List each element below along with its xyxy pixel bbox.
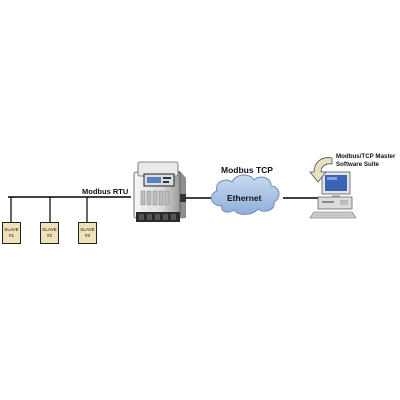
slave-label: SLAVE — [42, 227, 57, 232]
ethernet-cloud — [210, 174, 280, 215]
software-suite-label-line2: Software Suite — [336, 161, 379, 168]
arrow-icon — [309, 157, 333, 183]
slave-number: #2 — [46, 232, 53, 238]
computer-icon — [309, 171, 357, 219]
slave-box-3: SLAVE #3 — [78, 222, 97, 244]
slave-box-2: SLAVE #2 — [40, 222, 59, 244]
modbus-rtu-bus — [8, 196, 131, 223]
slave-box-1: SLAVE #1 — [2, 222, 21, 244]
modbus-tcp-label: Modbus TCP — [221, 165, 273, 175]
modbus-rtu-label: Modbus RTU — [82, 187, 129, 196]
slave-label: SLAVE — [80, 227, 95, 232]
slave-number: #1 — [8, 232, 15, 238]
slave-number: #3 — [84, 232, 91, 238]
software-suite-label-line1: Modbus/TCP Master — [336, 153, 396, 160]
slave-label: SLAVE — [4, 227, 19, 232]
ethernet-label: Ethernet — [227, 193, 262, 203]
gateway-device — [133, 161, 186, 222]
